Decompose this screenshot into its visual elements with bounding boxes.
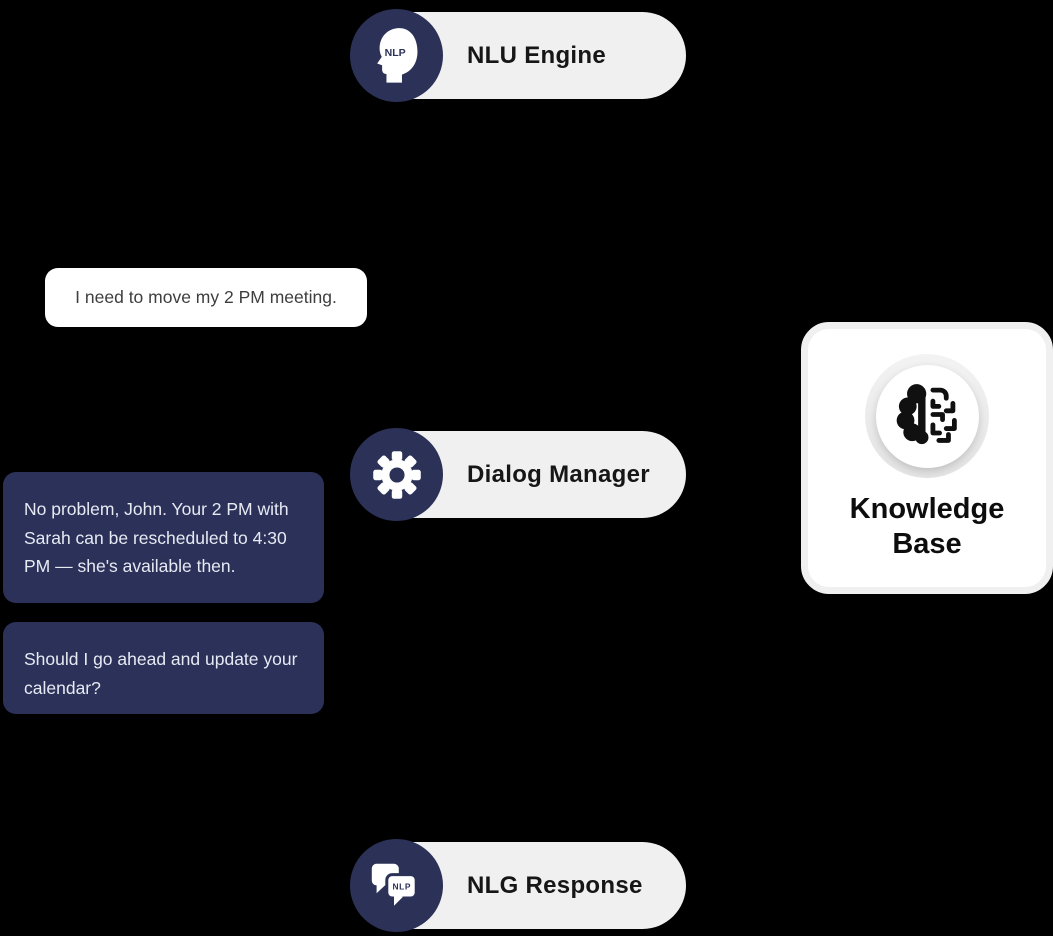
user-message-bubble: I need to move my 2 PM meeting. bbox=[45, 268, 367, 327]
node-dialog-manager: Dialog Manager bbox=[350, 428, 686, 521]
chat-bubbles-icon: NLP bbox=[350, 839, 443, 932]
node-nlg-response: NLP NLG Response bbox=[350, 839, 686, 932]
node-label-nlg: NLG Response bbox=[467, 871, 643, 899]
bot-message-bubble-1: No problem, John. Your 2 PM with Sarah c… bbox=[3, 472, 324, 603]
node-label-nlu: NLU Engine bbox=[467, 41, 606, 69]
gear-icon bbox=[350, 428, 443, 521]
nlp-head-icon: NLP bbox=[350, 9, 443, 102]
bot-message-bubble-2: Should I go ahead and update your calend… bbox=[3, 622, 324, 714]
node-label-dialog-manager: Dialog Manager bbox=[467, 460, 650, 488]
nlp-badge-text: NLP bbox=[392, 881, 411, 891]
nlp-badge-text: NLP bbox=[384, 47, 405, 59]
bot-message-text-1: No problem, John. Your 2 PM with Sarah c… bbox=[24, 499, 289, 576]
bot-message-text-2: Should I go ahead and update your calend… bbox=[24, 649, 298, 698]
brain-circuit-icon-inner bbox=[875, 364, 979, 468]
node-label-knowledge-base: Knowledge Base bbox=[849, 493, 1005, 560]
node-knowledge-base: Knowledge Base bbox=[801, 322, 1053, 594]
user-message-text: I need to move my 2 PM meeting. bbox=[75, 287, 337, 307]
node-nlu-engine: NLP NLU Engine bbox=[350, 9, 686, 102]
brain-circuit-icon bbox=[865, 354, 989, 478]
